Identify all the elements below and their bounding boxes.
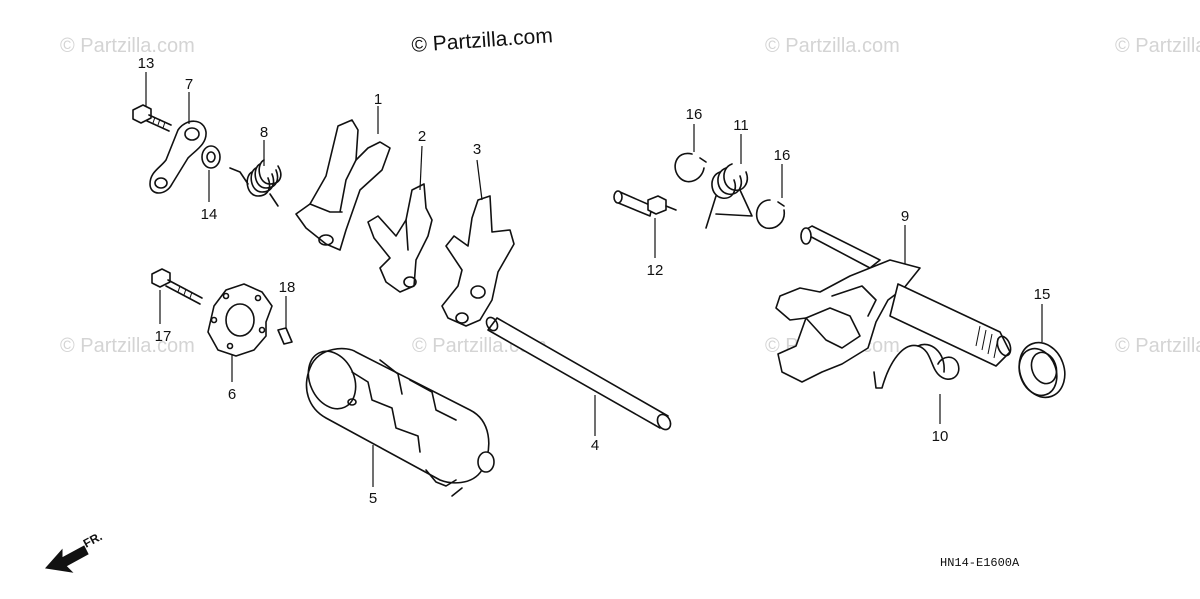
- part-2-shift-fork: [367, 183, 433, 293]
- part-16-circlip: [755, 199, 786, 230]
- part-1-shift-fork: [295, 119, 391, 251]
- callout-5: 5: [369, 490, 377, 507]
- part-8-spring: [229, 159, 282, 207]
- callout-9: 9: [901, 208, 909, 225]
- part-6-center-plate: [207, 283, 273, 357]
- part-14-washer: [201, 145, 221, 169]
- part-18-dowel-pin: [277, 327, 293, 345]
- callout-15: 15: [1034, 286, 1051, 303]
- arrow-icon: [45, 545, 89, 573]
- callout-11: 11: [733, 117, 749, 134]
- callout-13: 13: [138, 55, 155, 72]
- watermark: © Partzilla.com: [1115, 335, 1200, 357]
- callout-1: 1: [374, 91, 382, 108]
- callout-4: 4: [591, 437, 599, 454]
- callout-14: 14: [201, 206, 218, 223]
- part-12-pivot-bolt: [613, 190, 677, 217]
- callout-16: 16: [686, 106, 703, 123]
- callout-10: 10: [932, 428, 949, 445]
- part-15-oil-seal: [1018, 341, 1066, 399]
- part-10-return-spring: [873, 343, 960, 389]
- part-16-circlip: [674, 152, 707, 183]
- main-copyright: © Partzilla.com: [411, 24, 554, 57]
- callout-17: 17: [155, 328, 172, 345]
- front-indicator: FR.: [45, 529, 104, 573]
- callouts: 1 2 3 4 5 6 7 8 9 10 11 12 13 14 15 16 1: [138, 55, 1051, 507]
- watermark: © Partzilla.com: [1115, 35, 1200, 57]
- callout-16: 16: [774, 147, 791, 164]
- callout-8: 8: [260, 124, 268, 141]
- diagram-code: HN14-E1600A: [940, 556, 1020, 570]
- watermark: © Partzilla.com: [60, 335, 195, 357]
- callout-2: 2: [418, 128, 426, 145]
- part-13-bolt: [132, 104, 172, 132]
- part-7-stopper-arm: [149, 120, 207, 194]
- callout-3: 3: [473, 141, 481, 158]
- part-11-spring: [705, 163, 753, 229]
- part-9-shift-spindle: [775, 225, 1012, 383]
- part-17-bolt: [151, 268, 203, 305]
- callout-6: 6: [228, 386, 236, 403]
- callout-7: 7: [185, 76, 193, 93]
- part-5-shift-drum: [305, 347, 495, 497]
- part-3-shift-fork: [441, 195, 515, 327]
- watermark: © Partzilla.com: [60, 35, 195, 57]
- callout-12: 12: [647, 262, 664, 279]
- watermark: © Partzilla.com: [765, 35, 900, 57]
- part-4-fork-shaft: [485, 316, 672, 431]
- callout-18: 18: [279, 279, 296, 296]
